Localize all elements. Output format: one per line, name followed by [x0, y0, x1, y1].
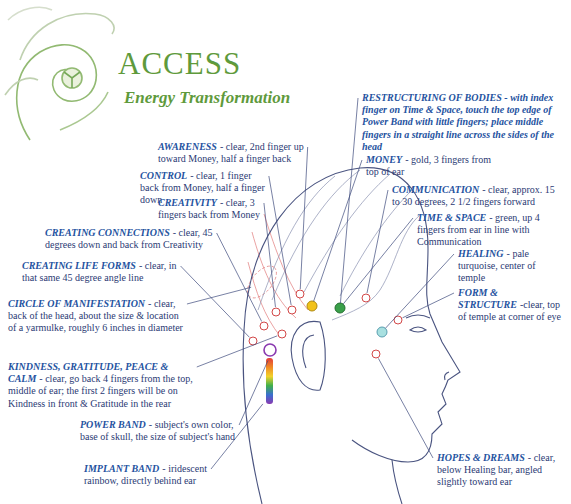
- leader-line: [300, 147, 307, 289]
- callout: RESTRUCTURING OF BODIES - with index fin…: [362, 92, 567, 153]
- leader-line: [385, 254, 454, 328]
- callout: CREATING LIFE FORMS- clear, in that same…: [22, 260, 187, 284]
- leader-line: [403, 293, 454, 318]
- point-name: POWER BAND: [80, 419, 146, 430]
- leader-line: [340, 98, 358, 303]
- point-name: MONEY: [366, 154, 402, 165]
- callout: FORM & STRUCTURE-clear, top of temple at…: [458, 287, 564, 324]
- leader-line: [314, 160, 362, 301]
- point-name: CREATING CONNECTIONS: [45, 227, 170, 238]
- title: ACCESS: [118, 46, 241, 82]
- point-name: TIME & SPACE: [417, 212, 486, 223]
- point-name: AWARENESS: [158, 141, 217, 152]
- energy-points: [249, 290, 402, 404]
- callout: HEALING- pale turquoise, center of templ…: [458, 248, 563, 285]
- leader-line: [264, 203, 276, 307]
- callout: TIME & SPACE- green, up 4 fingers from e…: [417, 212, 563, 249]
- point-name: FORM & STRUCTURE: [458, 287, 517, 310]
- callout: IMPLANT BAND- iridescent rainbow, direct…: [84, 463, 234, 487]
- subtitle: Energy Transformation: [124, 88, 290, 108]
- callout: COMMUNICATION- clear, approx. 15 to 30 d…: [392, 184, 564, 208]
- leader-line: [378, 358, 433, 458]
- ear: [291, 321, 325, 390]
- leader-line: [187, 287, 251, 304]
- leader-line: [217, 233, 262, 322]
- point-name: CREATIVITY: [158, 197, 217, 208]
- point-name: CIRCLE OF MANIFESTATION: [8, 298, 145, 309]
- callout: CREATING CONNECTIONS- clear, 45 degrees …: [45, 227, 245, 251]
- swirl-ornament: [5, 7, 114, 140]
- point-name: HEALING: [458, 248, 504, 259]
- leader-line: [367, 190, 388, 293]
- leader-line: [197, 336, 278, 367]
- point-name: IMPLANT BAND: [84, 463, 159, 474]
- leader-line: [269, 176, 291, 305]
- leader-line: [181, 266, 250, 337]
- point-name: CREATING LIFE FORMS: [22, 260, 136, 271]
- callout: POWER BAND- subject's own color, base of…: [80, 419, 245, 443]
- point-name: CONTROL: [140, 170, 187, 181]
- callout: AWARENESS- clear, 2nd finger up toward M…: [158, 141, 330, 165]
- leader-line: [343, 218, 413, 304]
- point-name: COMMUNICATION: [392, 184, 479, 195]
- callout: CIRCLE OF MANIFESTATION- clear, back of …: [8, 298, 188, 335]
- callout: MONEY- gold, 3 fingers from top of ear: [366, 154, 501, 178]
- instruction-note: RESTRUCTURING OF BODIES - with index fin…: [362, 92, 554, 152]
- callout: CREATIVITY- clear, 3 fingers back from M…: [158, 197, 268, 221]
- point-name: HOPES & DREAMS: [437, 452, 525, 463]
- callout: HOPES & DREAMS- clear, below Healing bar…: [437, 452, 565, 489]
- callout: KINDNESS, GRATITUDE, PEACE & CALM- clear…: [8, 361, 198, 410]
